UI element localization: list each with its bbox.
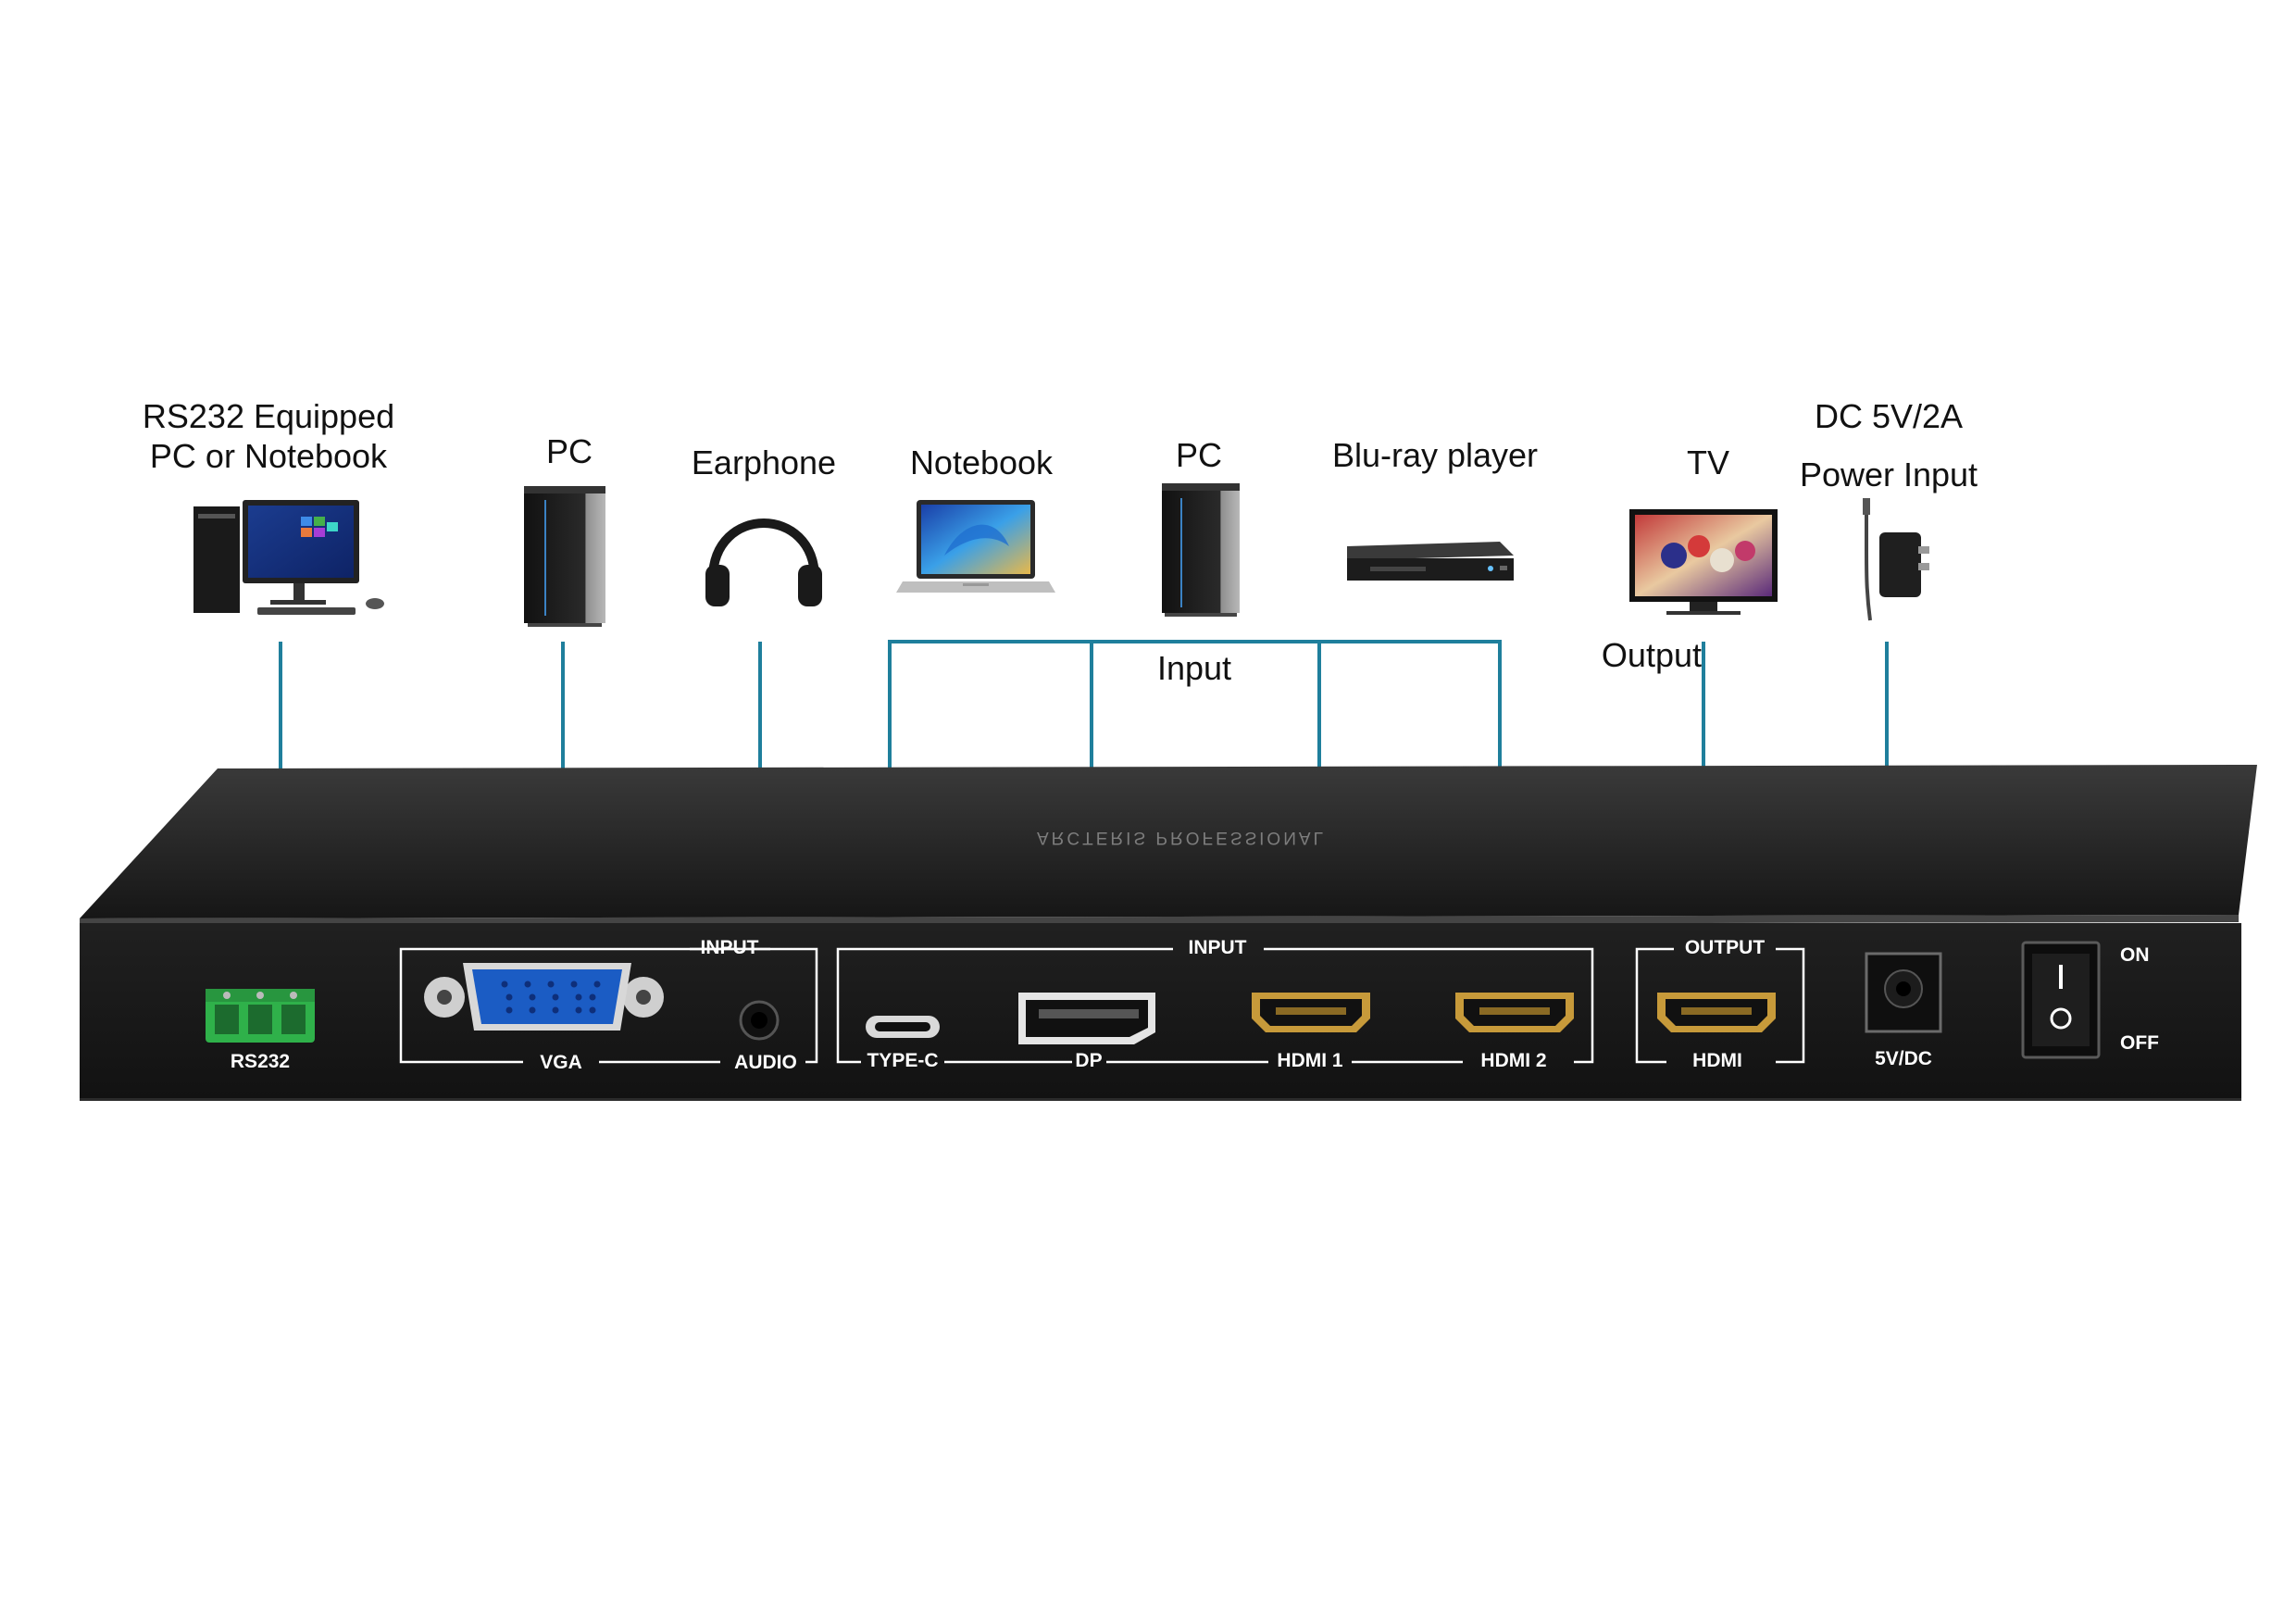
displayport-port[interactable] [1018, 993, 1155, 1044]
dp-port-label: DP [1075, 1050, 1103, 1071]
hdmi-output-port-label: HDMI [1692, 1050, 1742, 1071]
output-group-label: Output [1601, 636, 1702, 674]
hdmi-output-port[interactable] [1657, 993, 1776, 1032]
headphones-icon [705, 518, 822, 606]
power-switch[interactable] [2021, 941, 2101, 1059]
input-box-2-label: INPUT [1188, 937, 1247, 958]
switch-off-label: OFF [2120, 1032, 2159, 1054]
vga-port-label: VGA [540, 1052, 582, 1073]
laptop-icon [896, 500, 1055, 593]
pc-tower-icon [524, 486, 605, 627]
rs232-device-label-line2: PC or Notebook [149, 437, 388, 476]
audio-port-label: AUDIO [734, 1052, 797, 1073]
dc-power-port-label: 5V/DC [1875, 1048, 1932, 1069]
dc-power-port[interactable] [1865, 952, 1942, 1033]
brand-logo: ARCTERIS PROFESSIONAL [1037, 828, 1327, 847]
power-input-label-line2: Power Input [1799, 456, 1978, 494]
bluray-player-icon [1347, 542, 1514, 581]
rs232-device-label: RS232 Equipped PC or Notebook [139, 396, 398, 476]
chassis-top [80, 765, 2257, 918]
rs232-device-label-line1: RS232 Equipped [142, 397, 395, 435]
output-box-label: OUTPUT [1684, 937, 1766, 958]
port-frames [399, 947, 1805, 1064]
hdmi1-port[interactable] [1252, 993, 1370, 1032]
rs232-port-label: RS232 [230, 1051, 291, 1072]
rs232-desktop-pc-icon [193, 500, 384, 615]
switch-on-label: ON [2120, 944, 2150, 966]
power-adapter-icon [1863, 498, 1929, 621]
power-input-label-line1: DC 5V/2A [1814, 397, 1964, 435]
power-input-label: DC 5V/2A Power Input [1778, 396, 2000, 494]
hdmi2-port-label: HDMI 2 [1480, 1050, 1547, 1071]
pc-dp-label: PC [1175, 436, 1222, 474]
hdmi1-port-label: HDMI 1 [1277, 1050, 1343, 1071]
input-box-1-label: INPUT [700, 937, 759, 958]
tv-icon [1629, 509, 1778, 615]
tv-label: TV [1686, 443, 1729, 481]
audio-port[interactable] [739, 1000, 780, 1041]
bluray-label: Blu-ray player [1331, 436, 1539, 474]
type-c-port[interactable] [866, 1016, 940, 1038]
pc-vga-label: PC [545, 432, 593, 470]
vga-port[interactable] [424, 963, 664, 1031]
type-c-port-label: TYPE-C [867, 1050, 939, 1071]
input-group-label: Input [1156, 649, 1232, 687]
hdmi2-port[interactable] [1455, 993, 1574, 1032]
earphone-label: Earphone [691, 443, 837, 481]
pc-tower-icon [1162, 483, 1240, 617]
notebook-label: Notebook [909, 443, 1054, 481]
rs232-port[interactable] [206, 989, 315, 1043]
